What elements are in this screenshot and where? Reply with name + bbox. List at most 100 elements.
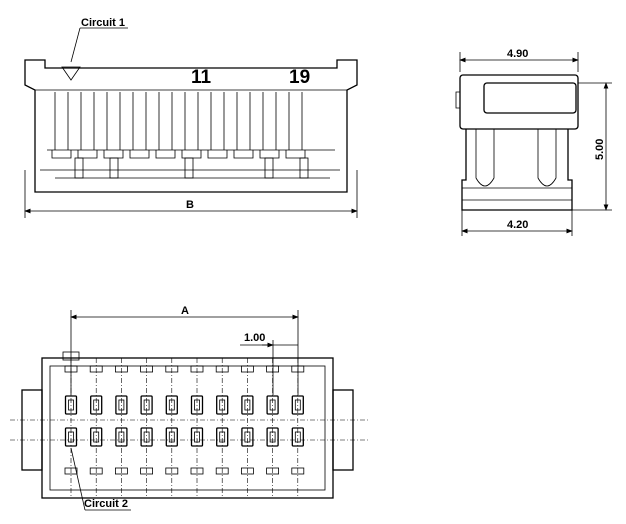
contact-outer xyxy=(216,395,229,415)
contact-outer xyxy=(190,427,204,447)
dimension-4-90-label: 4.90 xyxy=(507,48,528,60)
dimension-b xyxy=(24,170,358,218)
circuit2-leader xyxy=(70,447,131,511)
front-slot-foot xyxy=(103,150,124,159)
contact-outer xyxy=(140,427,153,447)
contact-inner xyxy=(194,431,200,443)
circuit1-label: Circuit 1 xyxy=(81,17,125,29)
front-slot-wall xyxy=(158,92,173,150)
dimension-1-00 xyxy=(240,340,298,395)
contact-inner xyxy=(244,399,251,411)
contact-inner xyxy=(93,399,100,411)
pin-11-label: 11 xyxy=(191,67,212,88)
contact-inner xyxy=(219,431,226,443)
contact-tab-bottom xyxy=(165,467,179,475)
contact-outer xyxy=(291,427,304,447)
front-post xyxy=(109,157,119,179)
front-slot-wall xyxy=(54,92,69,150)
front-slot-wall xyxy=(288,92,303,150)
contact-outer xyxy=(266,427,279,447)
dimension-b-label: B xyxy=(186,199,194,211)
contact-tab-top xyxy=(240,365,254,373)
contact-outer xyxy=(241,395,254,415)
contact-outer xyxy=(241,427,254,447)
contact-tab-bottom xyxy=(89,467,103,475)
contact-tab-bottom xyxy=(266,467,280,475)
front-slot-foot xyxy=(285,150,306,159)
dimension-a xyxy=(70,310,299,395)
contact-inner xyxy=(68,399,74,411)
front-slot-wall xyxy=(184,92,199,150)
contact-tab-top xyxy=(215,365,229,373)
contact-inner xyxy=(269,431,276,443)
dimension-a-label: A xyxy=(181,305,189,317)
contact-inner xyxy=(194,399,200,411)
contact-tab-top xyxy=(190,365,204,373)
front-slot-foot xyxy=(259,150,280,159)
front-slot-wall xyxy=(80,92,95,150)
circuit1-leader xyxy=(70,27,128,63)
front-slot-foot xyxy=(129,150,150,159)
front-slot-foot xyxy=(181,150,202,159)
contact-outer xyxy=(90,395,103,415)
dimension-4-20-label: 4.20 xyxy=(507,219,528,231)
dimension-4-90 xyxy=(459,52,579,72)
front-slot-foot xyxy=(207,150,228,159)
front-slot-wall xyxy=(132,92,147,150)
front-post xyxy=(184,157,194,179)
circuit1-marker-icon xyxy=(61,66,81,81)
contact-tab-bottom xyxy=(190,467,204,475)
circuit2-label: Circuit 2 xyxy=(84,498,128,510)
contact-outer xyxy=(216,427,229,447)
contact-outer xyxy=(291,395,304,415)
dimension-1-00-label: 1.00 xyxy=(244,332,265,344)
contact-inner xyxy=(244,431,251,443)
contact-inner xyxy=(143,431,150,443)
contact-tab-top xyxy=(115,365,128,373)
front-slot-wall xyxy=(210,92,225,150)
front-slot-foot xyxy=(233,150,254,159)
front-view xyxy=(24,59,358,193)
side-view xyxy=(455,74,579,211)
contact-tab-bottom xyxy=(291,467,305,475)
contact-tab-bottom xyxy=(215,467,229,475)
contact-inner xyxy=(219,399,226,411)
front-post xyxy=(299,157,309,179)
dimension-5-00-label: 5.00 xyxy=(594,139,606,160)
contact-outer xyxy=(90,427,103,447)
contact-inner xyxy=(118,431,125,443)
contact-inner xyxy=(269,399,276,411)
contact-outer xyxy=(190,395,204,415)
contact-tab-top xyxy=(165,365,179,373)
contact-inner xyxy=(168,399,175,411)
contact-tab-top xyxy=(89,365,103,373)
dimension-4-20 xyxy=(461,210,573,236)
front-slot-foot xyxy=(155,150,176,159)
front-slot-wall xyxy=(106,92,121,150)
contact-tab-bottom xyxy=(240,467,254,475)
contact-inner xyxy=(93,431,100,443)
contact-tab-bottom xyxy=(140,467,154,475)
front-slot-foot xyxy=(51,150,72,159)
contact-outer xyxy=(115,395,128,415)
contact-tab-bottom xyxy=(115,467,128,475)
contact-outer xyxy=(64,427,78,447)
front-slot-wall xyxy=(262,92,277,150)
contact-inner xyxy=(168,431,175,443)
contact-inner xyxy=(118,399,125,411)
front-post xyxy=(264,157,274,179)
bottom-view xyxy=(10,351,368,499)
contact-outer xyxy=(64,395,78,415)
contact-outer xyxy=(115,427,128,447)
contact-outer xyxy=(140,395,153,415)
front-post xyxy=(74,157,84,179)
contact-inner xyxy=(143,399,150,411)
contact-tab-bottom xyxy=(64,467,78,475)
contact-outer xyxy=(165,427,178,447)
contact-inner xyxy=(68,431,74,443)
contact-inner xyxy=(294,399,301,411)
front-slot-wall xyxy=(236,92,251,150)
dimension-5-00 xyxy=(572,82,612,211)
front-slot-foot xyxy=(77,150,98,159)
